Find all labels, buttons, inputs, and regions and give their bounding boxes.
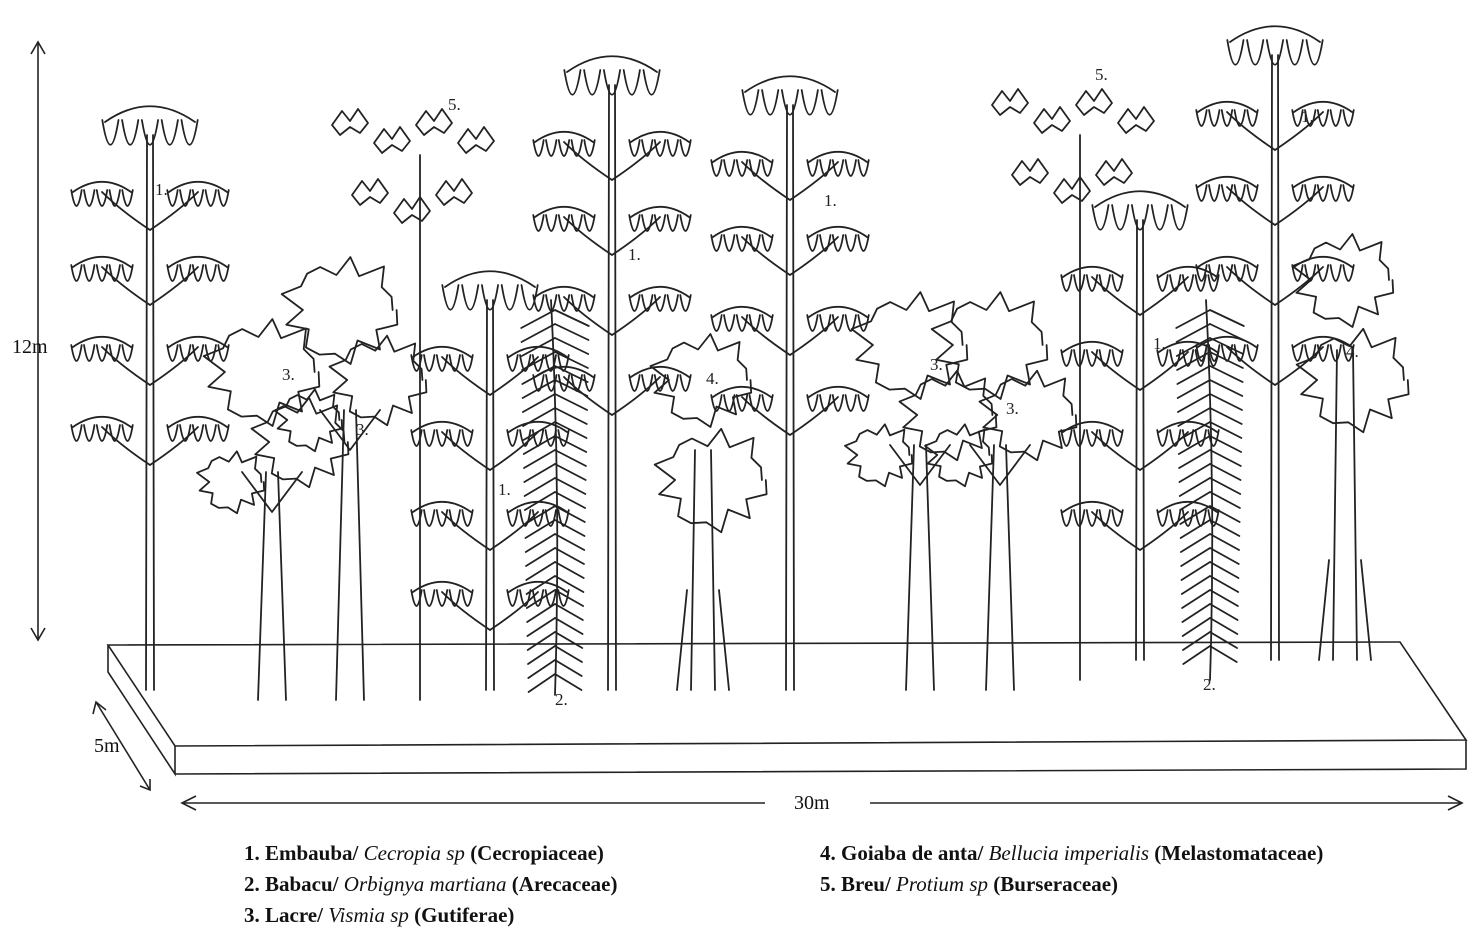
tree-number-label: 3. (930, 355, 943, 374)
tree-number-label: 1. (1153, 334, 1166, 353)
tree-number-label: 1. (824, 191, 837, 210)
tree-number-label: 3. (356, 420, 369, 439)
tree-species-5: 5. (332, 95, 494, 700)
tree-species-5: 5. (992, 65, 1154, 680)
tree-number-label: 2. (1203, 675, 1216, 694)
tree-species-1: 1. (1061, 191, 1218, 660)
tree-number-label: 5. (448, 95, 461, 114)
tree-number-label: 1. (628, 245, 641, 264)
legend-column-left: 1. Embauba/ Cecropia sp (Cecropiaceae) 2… (244, 838, 617, 931)
tree-number-label: 4. (1346, 342, 1359, 361)
depth-label: 5m (94, 735, 120, 758)
tree-number-label: 1. (1301, 107, 1314, 126)
tree-number-label: 2. (555, 690, 568, 709)
tree-species-3: 3. (197, 319, 348, 700)
legend-item-3: 3. Lacre/ Vismia sp (Gutiferae) (244, 900, 617, 931)
tree-species-1: 1. (711, 76, 868, 690)
legend-item-2: 2. Babacu/ Orbignya martiana (Arecaceae) (244, 869, 617, 900)
tree-number-label: 1. (498, 480, 511, 499)
tree-species-4: 4. (1293, 234, 1409, 660)
legend-item-5: 5. Breu/ Protium sp (Burseraceae) (820, 869, 1323, 900)
length-label: 30m (794, 792, 830, 815)
height-label: 12m (12, 336, 48, 359)
tree-species-1: 1. (411, 271, 568, 690)
tree-number-label: 4. (706, 369, 719, 388)
tree-number-label: 3. (282, 365, 295, 384)
tree-number-label: 1. (155, 180, 168, 199)
legend-item-1: 1. Embauba/ Cecropia sp (Cecropiaceae) (244, 838, 617, 869)
legend-item-4: 4. Goiaba de anta/ Bellucia imperialis (… (820, 838, 1323, 869)
ground-slab (108, 642, 1466, 774)
legend-column-right: 4. Goiaba de anta/ Bellucia imperialis (… (820, 838, 1323, 900)
tree-species-1: 1. (71, 106, 228, 690)
tree-number-label: 3. (1006, 399, 1019, 418)
tree-species-3: 3. (845, 292, 996, 690)
tree-species-3: 3. (925, 292, 1076, 690)
tree-number-label: 5. (1095, 65, 1108, 84)
